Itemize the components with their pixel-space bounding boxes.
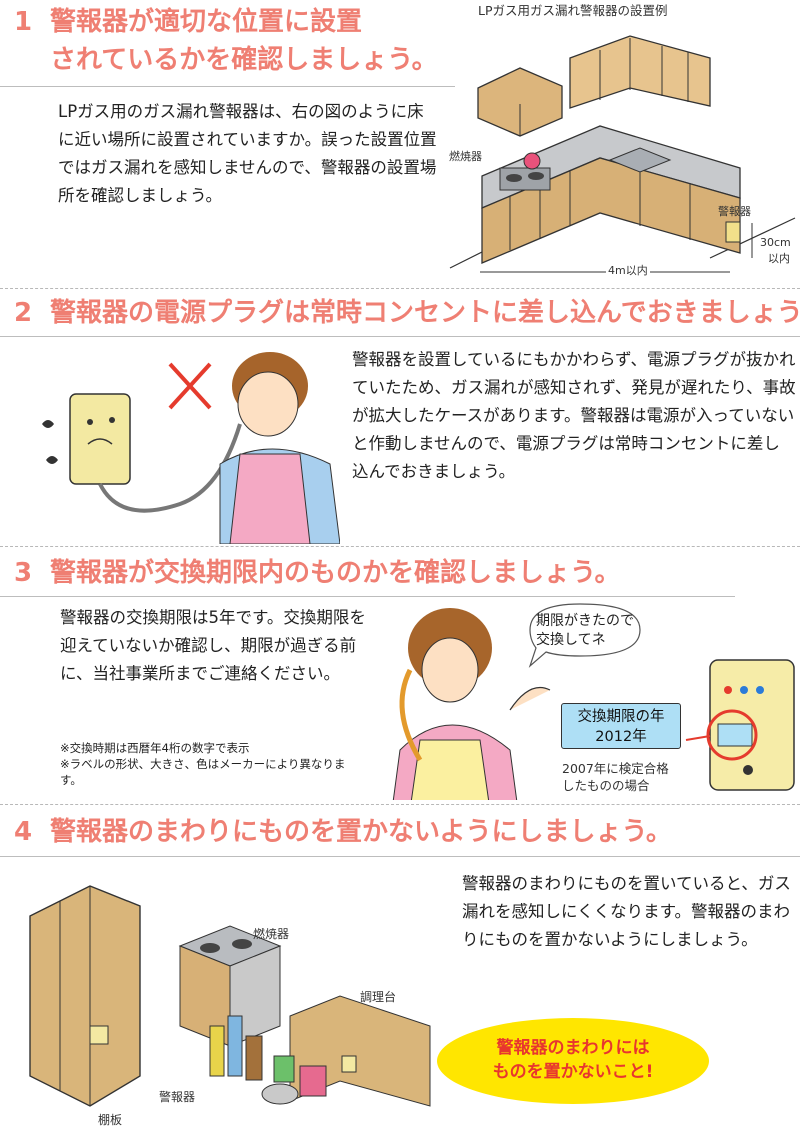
section1-heading: 1 警報器が適切な位置に設置 — [14, 6, 362, 38]
section2-underline — [0, 336, 800, 337]
section2-body: 警報器を設置しているにもかかわらず、電源プラグが抜かれていたため、ガス漏れが感知… — [352, 350, 796, 481]
section1-burner-label: 燃焼器 — [449, 150, 482, 163]
section1-body: LPガス用のガス漏れ警報器は、右の図のように床に近い場所に設置されていますか。誤… — [58, 102, 437, 205]
section1-title-line1: 警報器が適切な位置に設置 — [50, 7, 363, 37]
section1-height-label-2: 以内 — [768, 252, 790, 265]
section4-underline — [0, 856, 800, 857]
section1-heading-line2: されているかを確認しましょう。 — [50, 44, 438, 76]
warning-callout: 警報器のまわりには ものを置かないこと! — [437, 1018, 709, 1104]
section2-heading: 2 警報器の電源プラグは常時コンセントに差し込んでおきましょう。 — [14, 297, 800, 329]
section3-underline — [0, 596, 735, 597]
section1-title-line2: されているかを確認しましょう。 — [50, 45, 438, 75]
expiry-label-line2: 2012年 — [595, 729, 647, 745]
section3-note1: ※交換時期は西暦年4桁の数字で表示 — [60, 741, 250, 755]
section4-shelf-label: 棚板 — [98, 1113, 123, 1127]
speech-bubble: 期限がきたので 交換してネ — [536, 612, 634, 650]
section3-number: 3 — [14, 558, 33, 588]
warning-callout-line1: 警報器のまわりには — [496, 1038, 650, 1058]
section4-title: 警報器のまわりにものを置かないようにしましょう。 — [50, 817, 672, 847]
expiry-label-line1: 交換期限の年 — [577, 709, 665, 725]
section1-number: 1 — [14, 7, 33, 37]
cluttered-kitchen-illustration — [29, 885, 431, 1107]
expiry-label: 交換期限の年 2012年 — [561, 703, 681, 749]
section1-underline — [0, 86, 455, 87]
section1-alarm-label: 警報器 — [718, 205, 751, 218]
section1-height-label: 30cm — [760, 236, 791, 249]
section4-number: 4 — [14, 817, 33, 847]
speech-bubble-line1: 期限がきたので — [536, 613, 634, 629]
expiry-caption-line2: したものの場合 — [562, 778, 650, 793]
section1-figure-caption: LPガス用ガス漏れ警報器の設置例 — [478, 3, 668, 18]
unplugged-alarm-illustration — [42, 352, 340, 544]
section1-distance-label: 4m以内 — [606, 262, 650, 278]
section2-title: 警報器の電源プラグは常時コンセントに差し込んでおきましょう。 — [50, 298, 800, 328]
section3-heading: 3 警報器が交換期限内のものかを確認しましょう。 — [14, 557, 620, 589]
section4-counter-label: 調理台 — [360, 990, 397, 1004]
divider-1 — [0, 288, 800, 289]
divider-2 — [0, 546, 800, 547]
kitchen-illustration — [449, 35, 796, 273]
section2-number: 2 — [14, 298, 33, 328]
phone-woman-illustration — [392, 603, 795, 800]
section3-body: 警報器の交換期限は5年です。交換期限を迎えていないか確認し、期限が過ぎる前に、当… — [60, 608, 366, 683]
section4-body: 警報器のまわりにものを置いていると、ガス漏れを感知しにくくなります。警報器のまわ… — [462, 874, 791, 949]
warning-callout-line2: ものを置かないこと! — [492, 1062, 654, 1082]
divider-3 — [0, 804, 800, 805]
section3-note2: ※ラベルの形状、大きさ、色はメーカーにより異なります。 — [60, 757, 346, 787]
speech-bubble-line2: 交換してネ — [536, 632, 606, 648]
section4-burner-label: 燃焼器 — [253, 927, 290, 941]
section4-alarm-label: 警報器 — [159, 1090, 196, 1104]
expiry-caption: 2007年に検定合格 したものの場合 — [562, 760, 669, 794]
expiry-caption-line1: 2007年に検定合格 — [562, 761, 669, 776]
section3-title: 警報器が交換期限内のものかを確認しましょう。 — [50, 558, 621, 588]
section4-heading: 4 警報器のまわりにものを置かないようにしましょう。 — [14, 816, 672, 848]
